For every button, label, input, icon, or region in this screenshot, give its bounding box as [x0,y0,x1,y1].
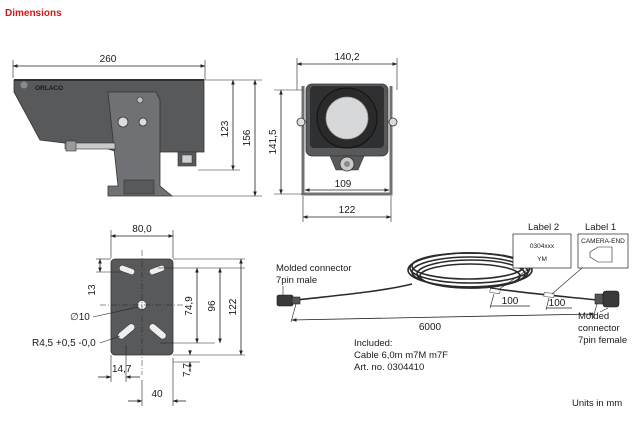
logo-mark [20,81,28,89]
front-knob-right [388,117,398,127]
bracket-hole-diameter-label: ∅10 [70,312,90,323]
label2-line2: YM [537,256,547,263]
bracket-slot-bottom-right [148,323,167,340]
bracket-width-label: 80,0 [132,224,152,235]
bracket-13-label: 13 [87,284,98,296]
label2-box [512,233,572,269]
bracket-96-label: 96 [207,300,218,312]
bracket-7-7-label: 7,7 [182,363,193,377]
cable-length-label: 6000 [419,322,442,333]
label2-line1: 0304xxx [530,243,555,250]
front-bottom-label: 122 [339,205,356,216]
side-rod [64,142,116,150]
front-base-label: 109 [335,179,352,190]
bracket-slot-radius-label: R4,5 +0,5 -0,0 [32,338,96,349]
right-connector-label-line3: 7pin female [578,335,627,346]
housing-logo: ORLACO [35,85,63,92]
bracket-40-label: 40 [151,389,163,400]
bracket-122-label: 122 [228,298,239,315]
cable-label1-tag [543,292,555,298]
included-line3: Art. no. 0304410 [354,362,424,373]
bracket-74-9-label: 74,9 [184,296,195,316]
front-knob-left [296,117,306,127]
bracket-slot-bottom-left [117,323,136,340]
label1-box [577,233,629,269]
cable-length-dimension-line [291,312,595,322]
left-connector-label-line1: Molded connector [276,263,352,274]
cable-lead-left [295,283,413,301]
right-connector-label-line2: connector [578,323,620,334]
cable-label2-tag [489,288,501,294]
bracket-knob [117,116,129,128]
side-width-label: 260 [100,54,117,65]
label1-title: Label 1 [585,222,616,233]
bracket-screw [138,117,148,127]
included-line1: Included: [354,338,393,349]
camera-end-icon [589,246,613,263]
connector-male [276,294,301,307]
label2-offset-label: 100 [502,296,519,307]
connector-female [594,290,620,308]
included-line2: Cable 6,0m m7M m7F [354,350,448,361]
units-note: Units in mm [572,398,622,409]
side-view: 260 ORLACO 123 156 [12,54,262,197]
cable-view: Molded connector 7pin male Molded connec… [276,222,629,373]
side-height-a-label: 123 [220,120,231,137]
bracket-14-7-label: 14,7 [112,364,132,375]
left-connector-label-line2: 7pin male [276,275,317,286]
front-view: 140,2 109 122 141,5 [268,52,398,222]
label2-title: Label 2 [528,222,559,233]
front-u-bracket [301,86,393,196]
page-title: Dimensions [5,8,62,19]
label1-text: CAMERA-END [581,238,625,245]
bracket-slot-top-left [119,265,135,275]
front-width-label: 140,2 [334,52,359,63]
front-height-label: 141,5 [268,129,279,154]
bracket-view: 80,0 13 ∅10 R4,5 +0,5 -0,0 74,9 96 1 [32,224,245,406]
side-height-b-label: 156 [242,129,253,146]
label1-offset-label: 100 [549,298,566,309]
lens-glass [325,96,369,140]
bracket-slot-top-right [149,265,165,275]
